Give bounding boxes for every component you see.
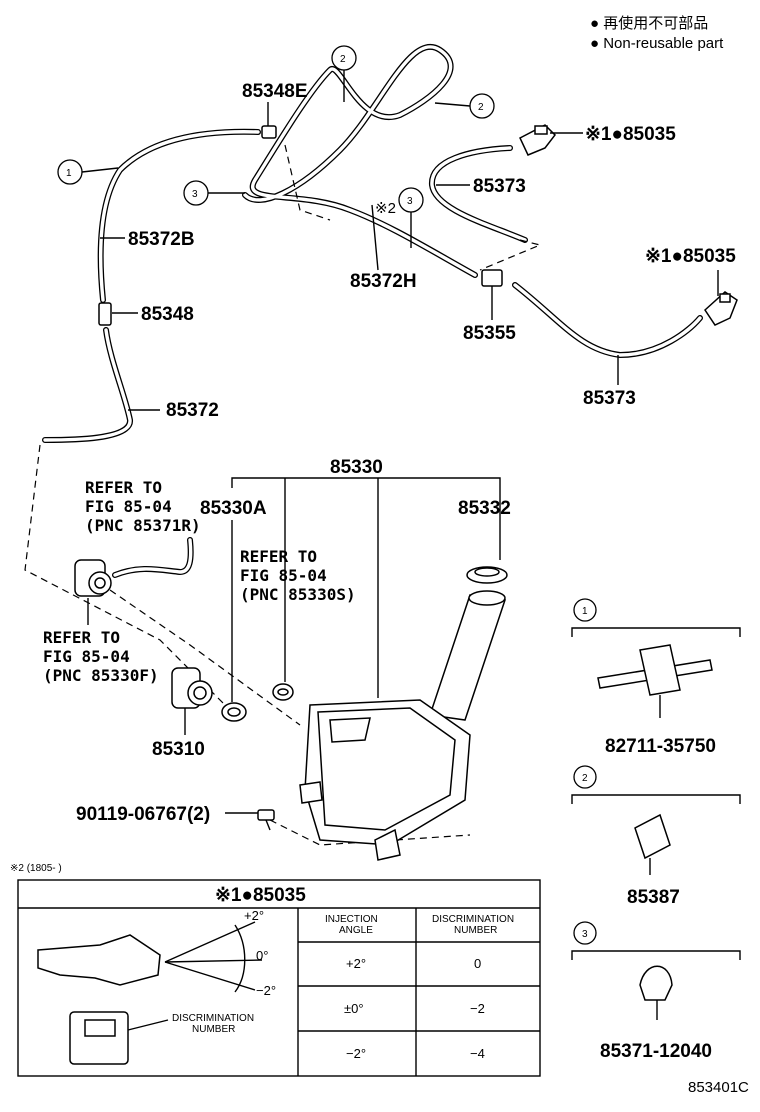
svg-text:3: 3 — [582, 929, 588, 940]
table-header-angle-line1: INJECTION — [325, 914, 378, 925]
svg-text:1: 1 — [66, 168, 72, 179]
nozzle-85035-upper — [519, 124, 556, 156]
svg-text:REFER TO: REFER TO — [240, 547, 317, 566]
svg-text:2: 2 — [582, 773, 588, 784]
label-85332: 85332 — [458, 498, 511, 519]
svg-text:REFER TO: REFER TO — [43, 628, 120, 647]
bolt-90119 — [257, 809, 275, 831]
disc-label-line1: DISCRIMINATION — [172, 1013, 254, 1024]
svg-text:FIG 85-04: FIG 85-04 — [43, 647, 130, 666]
hose-85372B — [97, 128, 261, 303]
svg-text:3: 3 — [407, 196, 413, 207]
callout-3-left: 3 — [183, 180, 245, 206]
callout-2-right: 2 — [434, 93, 495, 119]
svg-text:(PNC 85330F): (PNC 85330F) — [43, 666, 159, 685]
detail-2: 2 85387 — [571, 765, 741, 908]
dashed-route-right — [479, 239, 542, 271]
note2-range: ※2 (1805- ) — [10, 863, 62, 874]
angle-mark-plus2: +2° — [244, 908, 264, 923]
detail-3-part: 85371-12040 — [600, 1041, 712, 1062]
ref-note-85330F: REFER TO FIG 85-04 (PNC 85330F) — [43, 628, 159, 685]
svg-text:1: 1 — [582, 606, 588, 617]
label-85373-lower: 85373 — [583, 388, 636, 409]
leader-85372H — [371, 204, 379, 271]
label-85372B: 85372B — [128, 229, 195, 250]
detail-1: 1 82711-35750 — [571, 598, 741, 757]
hose-85372H — [242, 44, 478, 278]
label-85035-upper: ※1●85035 — [585, 124, 676, 145]
label-90119: 90119-06767(2) — [76, 804, 210, 825]
grommet-85330S — [272, 683, 294, 701]
svg-text:2: 2 — [340, 54, 346, 65]
svg-text:FIG 85-04: FIG 85-04 — [240, 566, 327, 585]
washer-tank-85330 — [299, 590, 506, 861]
pump-85330F — [74, 559, 112, 597]
callout-2-top: 2 — [331, 45, 357, 102]
hose-85373-lower — [512, 282, 703, 358]
grommet-85330A — [221, 702, 247, 722]
dashed-route-left — [24, 444, 241, 721]
nozzle-85035-lower — [704, 291, 738, 326]
angle-mark-minus2: −2° — [256, 983, 276, 998]
cap-85332 — [466, 566, 508, 584]
table-header-angle-line2: ANGLE — [339, 925, 373, 936]
leader-85330-bracket — [231, 477, 501, 560]
label-85330A: 85330A — [200, 498, 267, 519]
row1-angle: +2° — [346, 956, 366, 971]
detail-3: 3 85371-12040 — [571, 921, 741, 1062]
label-85035-lower: ※1●85035 — [645, 246, 736, 267]
row3-disc: −4 — [470, 1046, 485, 1061]
label-85330: 85330 — [330, 457, 383, 478]
detail-2-part: 85387 — [627, 887, 680, 908]
row2-angle: ±0° — [344, 1001, 364, 1016]
motor-85310 — [171, 667, 213, 709]
label-85372: 85372 — [166, 400, 219, 421]
row3-angle: −2° — [346, 1046, 366, 1061]
svg-text:(PNC 85371R): (PNC 85371R) — [85, 516, 201, 535]
detail-1-part: 82711-35750 — [605, 736, 716, 757]
svg-text:3: 3 — [192, 189, 198, 200]
ref-note-85330S: REFER TO FIG 85-04 (PNC 85330S) — [240, 547, 356, 604]
ref-note-85371R: REFER TO FIG 85-04 (PNC 85371R) — [85, 478, 201, 535]
dashed-route-bolt — [269, 819, 471, 846]
label-85348E: 85348E — [242, 81, 308, 102]
connector-85348 — [98, 302, 112, 326]
hose-85372 — [42, 327, 133, 443]
nozzle-illustration — [37, 934, 161, 986]
hose-85373-upper — [429, 145, 528, 243]
nozzle-angle-table: ※1●85035 INJECTION ANGLE DISCRIMINATION … — [17, 879, 541, 1077]
svg-text:(PNC 85330S): (PNC 85330S) — [240, 585, 356, 604]
table-header-disc-line2: NUMBER — [454, 925, 497, 936]
disc-label-line2: NUMBER — [192, 1024, 235, 1035]
angle-mark-zero: 0° — [256, 948, 268, 963]
label-85348: 85348 — [141, 304, 194, 325]
label-85355: 85355 — [463, 323, 516, 344]
dashed-route-top — [284, 144, 331, 221]
label-85310: 85310 — [152, 739, 205, 760]
label-85372H: 85372H — [350, 271, 417, 292]
legend-japanese: ● 再使用不可部品 — [590, 15, 708, 32]
svg-text:2: 2 — [478, 102, 484, 113]
legend-non-reusable: ● Non-reusable part — [590, 35, 724, 52]
drawing-code: 853401C — [688, 1079, 749, 1096]
row1-disc: 0 — [474, 956, 481, 971]
svg-text:REFER TO: REFER TO — [85, 478, 162, 497]
table-title: ※1●85035 — [215, 885, 306, 906]
label-85373-upper: 85373 — [473, 176, 526, 197]
callout-3-right: 3 — [398, 187, 424, 248]
connector-85348E — [261, 125, 277, 139]
dashed-route-motor — [109, 589, 301, 726]
label-note2: ※2 — [375, 200, 396, 217]
table-header-disc-line1: DISCRIMINATION — [432, 914, 514, 925]
hose-85371R — [112, 537, 194, 578]
svg-text:FIG 85-04: FIG 85-04 — [85, 497, 172, 516]
connector-85355 — [481, 269, 503, 287]
callout-1: 1 — [57, 159, 119, 185]
row2-disc: −2 — [470, 1001, 485, 1016]
